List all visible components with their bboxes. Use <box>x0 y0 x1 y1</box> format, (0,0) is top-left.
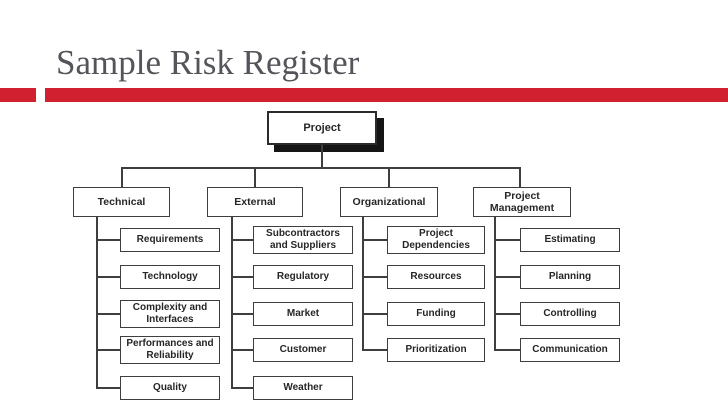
connector-drop-organizational <box>388 167 390 187</box>
stub <box>494 239 520 241</box>
stub <box>494 276 520 278</box>
stub <box>494 313 520 315</box>
stub <box>96 276 120 278</box>
node-complexity-and-interfaces: Complexity and Interfaces <box>120 300 220 328</box>
node-resources: Resources <box>387 265 485 289</box>
connector-drop-technical <box>121 167 123 187</box>
stub <box>362 313 387 315</box>
stub <box>96 239 120 241</box>
node-communication: Communication <box>520 338 620 362</box>
node-planning: Planning <box>520 265 620 289</box>
node-technical: Technical <box>73 187 170 217</box>
node-weather: Weather <box>253 376 353 400</box>
stub <box>231 276 253 278</box>
spine-technical <box>96 217 98 389</box>
node-subcontractors-and-suppliers: Subcontractors and Suppliers <box>253 226 353 254</box>
node-funding: Funding <box>387 302 485 326</box>
slide-title: Sample Risk Register <box>56 43 360 82</box>
stub <box>362 239 387 241</box>
node-quality: Quality <box>120 376 220 400</box>
node-requirements: Requirements <box>120 228 220 252</box>
node-project: Project <box>267 111 377 145</box>
stub <box>231 313 253 315</box>
connector-drop-external <box>254 167 256 187</box>
stub <box>362 349 387 351</box>
node-controlling: Controlling <box>520 302 620 326</box>
node-technology: Technology <box>120 265 220 289</box>
stub <box>96 313 120 315</box>
stub <box>96 387 120 389</box>
node-regulatory: Regulatory <box>253 265 353 289</box>
stub <box>362 276 387 278</box>
node-performances-and-reliability: Performances and Reliability <box>120 336 220 364</box>
node-organizational: Organizational <box>340 187 438 217</box>
stub <box>494 349 520 351</box>
stub <box>231 387 253 389</box>
connector-root-drop <box>321 145 323 167</box>
node-project-management: Project Management <box>473 187 571 217</box>
node-external: External <box>207 187 303 217</box>
accent-bar-right-segment <box>45 88 728 102</box>
spine-project-management <box>494 217 496 351</box>
node-customer: Customer <box>253 338 353 362</box>
node-project-dependencies: Project Dependencies <box>387 226 485 254</box>
connector-rail <box>121 167 521 169</box>
spine-external <box>231 217 233 389</box>
spine-organizational <box>362 217 364 351</box>
node-market: Market <box>253 302 353 326</box>
stub <box>231 239 253 241</box>
node-prioritization: Prioritization <box>387 338 485 362</box>
connector-drop-project-management <box>519 167 521 187</box>
accent-bar-left-segment <box>0 88 36 102</box>
stub <box>96 349 120 351</box>
stub <box>231 349 253 351</box>
node-estimating: Estimating <box>520 228 620 252</box>
